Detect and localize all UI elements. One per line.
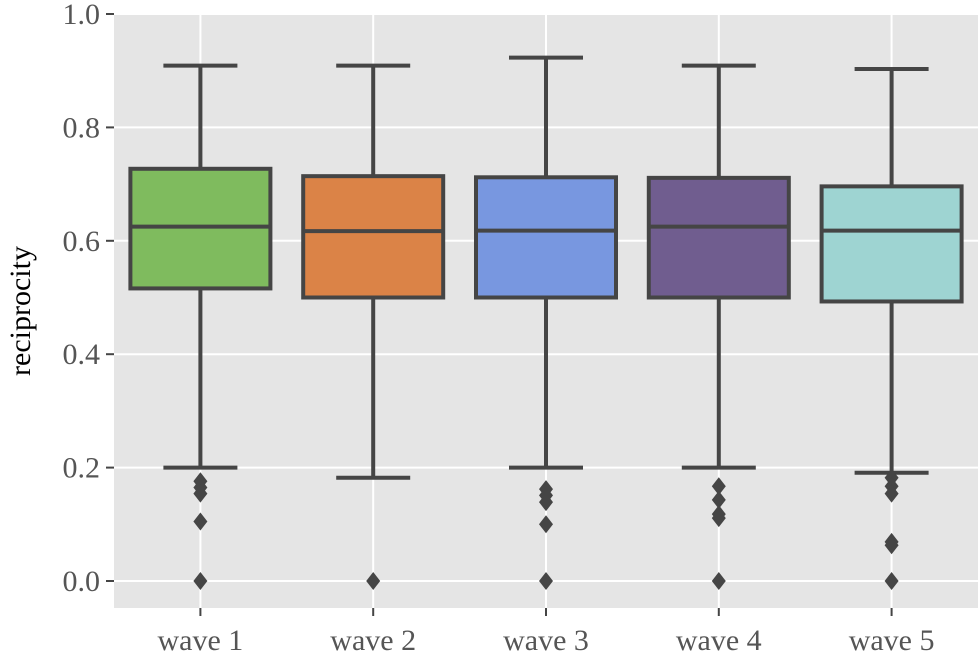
y-axis-label: reciprocity	[4, 246, 37, 376]
boxes	[128, 55, 964, 590]
y-axis-ticks: 0.0 0.2 0.4 0.6 0.8 1.0	[63, 0, 114, 598]
outlier-point	[884, 484, 899, 503]
outlier-point	[884, 572, 899, 590]
x-tick-label: wave 2	[330, 624, 416, 654]
outlier-point	[711, 509, 726, 528]
x-tick-label: wave 1	[158, 624, 244, 654]
outlier-point	[539, 572, 553, 590]
outlier-point	[539, 493, 553, 512]
y-tick-label: 0.4	[63, 338, 101, 371]
box-body	[474, 175, 618, 300]
outlier-point	[539, 515, 553, 534]
box-2	[301, 63, 446, 590]
box-3	[474, 55, 618, 590]
x-tick-label: wave 3	[503, 624, 589, 654]
y-tick-label: 1.0	[63, 0, 101, 31]
outlier-point	[193, 512, 208, 531]
y-tick-label: 0.8	[63, 111, 101, 144]
x-tick-label: wave 5	[849, 624, 935, 654]
box-5	[819, 66, 964, 590]
outlier-point	[711, 572, 726, 590]
box-body	[646, 175, 791, 300]
box-1	[128, 63, 273, 590]
outlier-point	[366, 572, 381, 590]
outlier-point	[711, 477, 726, 496]
x-axis-ticks: wave 1 wave 2 wave 3 wave 4 wave 5	[158, 608, 935, 654]
box-body	[301, 174, 446, 300]
outlier-point	[884, 536, 899, 555]
y-tick-label: 0.2	[63, 452, 101, 485]
x-tick-label: wave 4	[676, 624, 762, 654]
y-tick-label: 0.0	[63, 565, 101, 598]
outlier-point	[711, 490, 726, 509]
box-4	[646, 63, 791, 590]
outlier-point	[193, 484, 208, 503]
box-body	[819, 184, 964, 304]
outlier-point	[193, 572, 208, 590]
y-tick-label: 0.6	[63, 225, 101, 258]
